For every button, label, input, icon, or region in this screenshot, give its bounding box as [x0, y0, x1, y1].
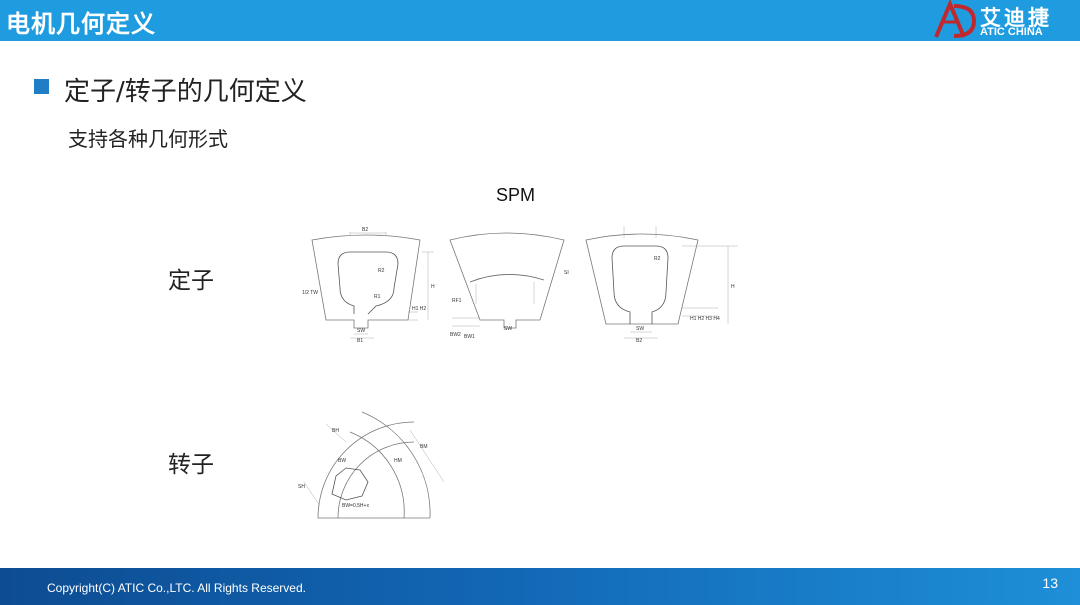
dim-r2: R2 [378, 268, 385, 274]
stator-label: 定子 [168, 268, 214, 294]
footer-bar: Copyright(C) ATIC Co.,LTC. All Rights Re… [0, 568, 1080, 605]
dim-b2-3: B2 [636, 338, 642, 344]
dim-h-series: H1 H2 H3 H4 [690, 316, 720, 322]
dim-bw: BW [338, 458, 346, 464]
title-bar: 电机几何定义 艾迪捷 ATIC CHINA [0, 0, 1080, 41]
bullet-square-icon [34, 79, 49, 94]
dim-sw-3: SW [636, 326, 644, 332]
dim-rf1: RF1 [452, 298, 462, 304]
slide-title: 电机几何定义 [6, 10, 156, 38]
copyright-text: Copyright(C) ATIC Co.,LTC. All Rights Re… [47, 581, 306, 595]
rotor-label: 转子 [168, 452, 214, 478]
logo-mark-icon [934, 0, 977, 38]
dim-bh: BH [332, 428, 339, 434]
section-title: 定子/转子的几何定义 [64, 77, 307, 107]
dim-b2: B2 [362, 227, 368, 233]
figure-heading: SPM [496, 185, 536, 205]
dim-bm: BM [420, 444, 428, 450]
dim-sw-2: SW [504, 326, 512, 332]
section-subtitle: 支持各种几何形式 [68, 127, 228, 151]
logo-name-cn: 艾迪捷 [980, 6, 1052, 30]
dim-hm: HM [394, 458, 402, 464]
dim-b1: B1 [357, 338, 363, 344]
logo-name-en: ATIC CHINA [980, 26, 1043, 38]
stator-slot-diagram-2: SI RF1 BW2 BW1 SW [449, 232, 569, 340]
dim-r2-3: R2 [654, 256, 661, 262]
dim-bw-eq: BW=0.5H+x [342, 503, 369, 509]
page-number: 13 [1042, 575, 1058, 591]
dim-sh: SH [298, 484, 305, 490]
dim-h: H [431, 284, 435, 290]
dim-h-3: H [731, 284, 735, 290]
dim-h1-h2: H1 H2 [412, 306, 426, 312]
dim-si: SI [564, 270, 569, 276]
stator-slot-diagram-3: R2 H H1 H2 H3 H4 SW B2 [585, 226, 738, 344]
company-logo: 艾迪捷 ATIC CHINA [930, 0, 1080, 41]
dim-sw: SW [357, 328, 365, 334]
dim-r1: R1 [374, 294, 381, 300]
rotor-diagram: BH BW SH BM HM BW=0.5H+x [298, 411, 445, 519]
stator-slot-diagram-1: B2 R2 H 1/2 TW R1 H1 H2 SW B1 [302, 227, 435, 344]
dim-bw2: BW2 [450, 332, 461, 338]
dim-half-tw: 1/2 TW [302, 290, 318, 296]
dim-bw1: BW1 [464, 334, 475, 340]
